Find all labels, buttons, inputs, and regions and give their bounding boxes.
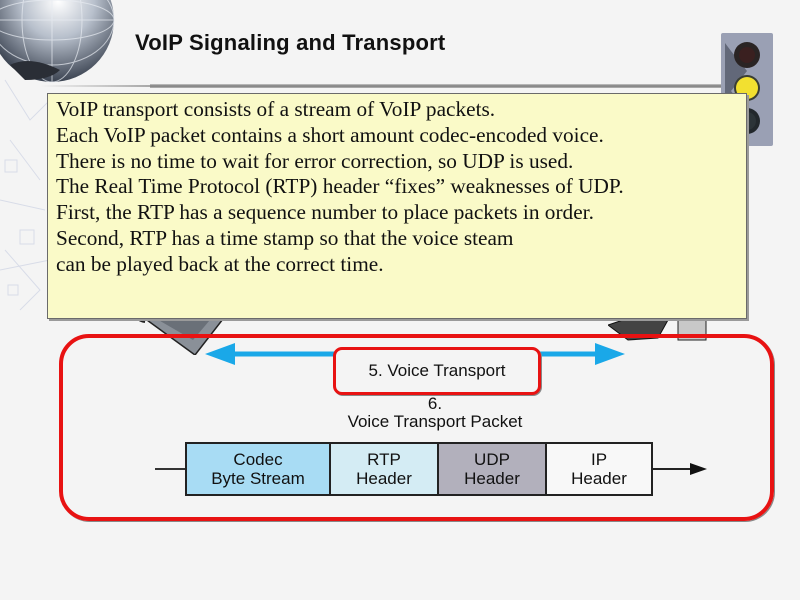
packet-caption: 6. Voice Transport Packet bbox=[290, 395, 580, 431]
cell-label: IP bbox=[590, 450, 608, 469]
cell-label: RTP bbox=[367, 450, 401, 469]
packet-cell-ip: IP Header bbox=[545, 444, 651, 494]
body-line: First, the RTP has a sequence number to … bbox=[56, 200, 594, 225]
body-line: VoIP transport consists of a stream of V… bbox=[56, 97, 496, 121]
slide-title: VoIP Signaling and Transport bbox=[135, 30, 446, 55]
packet-title: Voice Transport Packet bbox=[347, 412, 523, 431]
voice-transport-packet: Codec Byte Stream RTP Header UDP Header … bbox=[185, 442, 653, 496]
cell-label: Byte Stream bbox=[211, 469, 305, 488]
body-line: Second, RTP has a time stamp so that the… bbox=[56, 225, 514, 250]
packet-cell-rtp: RTP Header bbox=[329, 444, 437, 494]
cell-label: Header bbox=[464, 469, 520, 488]
traffic-light-icon bbox=[721, 33, 773, 146]
body-line: Each VoIP packet contains a short amount… bbox=[56, 122, 604, 147]
body-line: The Real Time Protocol (RTP) header “fix… bbox=[56, 174, 624, 199]
cell-label: Header bbox=[571, 469, 627, 488]
voice-transport-label: 5. Voice Transport bbox=[333, 347, 541, 395]
cell-label: Header bbox=[356, 469, 412, 488]
title-divider bbox=[40, 84, 730, 88]
packet-cell-udp: UDP Header bbox=[437, 444, 545, 494]
packet-lead-line bbox=[155, 468, 186, 470]
body-line: There is no time to wait for error corre… bbox=[56, 148, 574, 173]
cell-label: Codec bbox=[233, 450, 283, 469]
packet-cell-codec: Codec Byte Stream bbox=[187, 444, 329, 494]
voice-transport-text: 5. Voice Transport bbox=[368, 361, 506, 380]
packet-direction-arrow-icon bbox=[652, 463, 707, 475]
explanation-text-box: VoIP transport consists of a stream of V… bbox=[47, 93, 747, 319]
transport-highlight-frame bbox=[59, 334, 774, 521]
cell-label: UDP bbox=[474, 450, 510, 469]
packet-number: 6. bbox=[427, 394, 443, 413]
body-line: can be played back at the correct time. bbox=[56, 251, 384, 276]
grid-decoration bbox=[0, 79, 51, 311]
globe-icon bbox=[0, 0, 115, 83]
